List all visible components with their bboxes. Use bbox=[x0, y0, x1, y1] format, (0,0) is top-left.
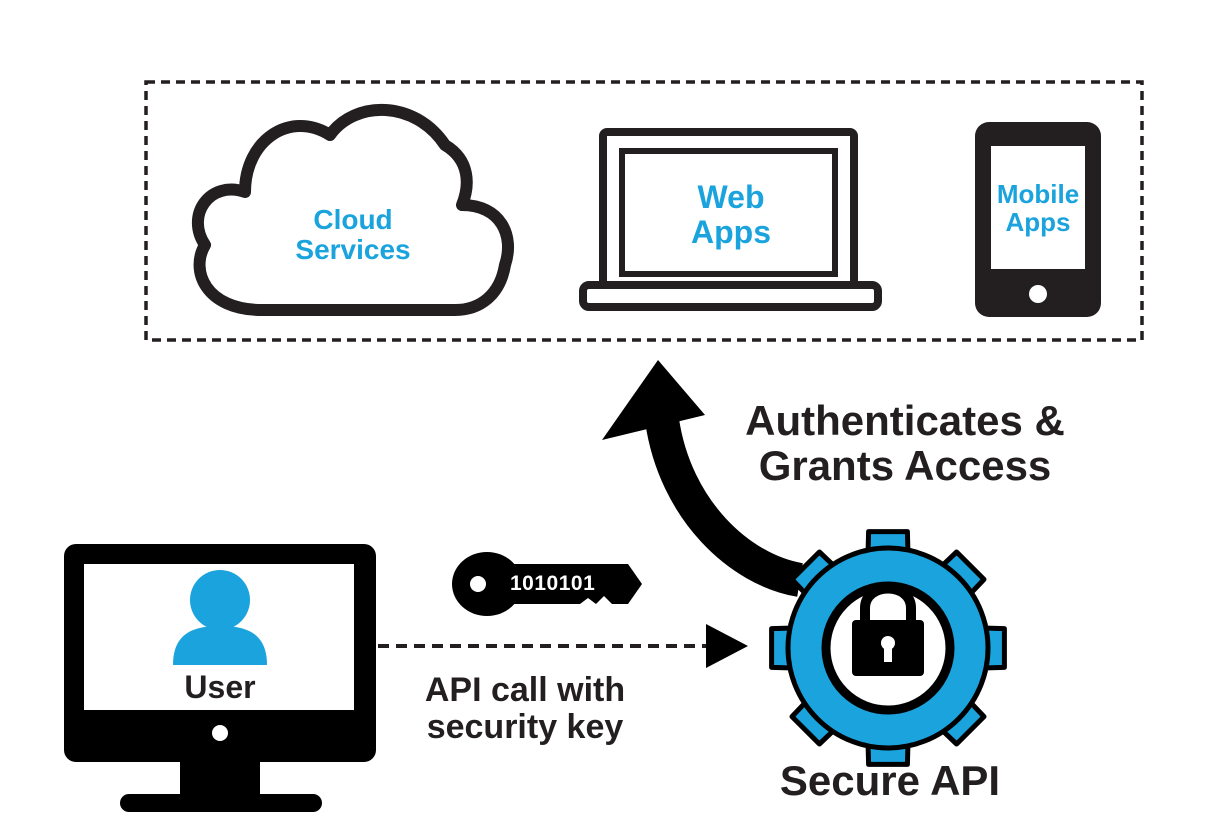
mobile-apps-label: Mobile Apps bbox=[988, 180, 1088, 236]
gear-teeth bbox=[769, 529, 1007, 767]
user-avatar-icon bbox=[173, 570, 267, 665]
api-call-line1: API call with bbox=[424, 671, 626, 709]
security-key-icon bbox=[452, 552, 642, 616]
key-code-text: 1010101 bbox=[510, 572, 596, 595]
api-call-arrow bbox=[378, 624, 748, 668]
web-label-line2: Apps bbox=[691, 213, 771, 250]
smartphone-icon bbox=[975, 122, 1101, 317]
cloud-services-label: Cloud Services bbox=[268, 204, 438, 266]
web-apps-label: Web Apps bbox=[656, 180, 806, 249]
laptop-icon bbox=[579, 128, 882, 311]
cloud-label-line2: Services bbox=[295, 234, 411, 266]
cloud-icon bbox=[191, 103, 514, 316]
grant-label-line2: Grants Access bbox=[758, 442, 1052, 490]
cloud-label-line1: Cloud bbox=[313, 204, 393, 235]
web-label-line1: Web bbox=[697, 179, 765, 215]
services-group-frame bbox=[144, 80, 1144, 342]
api-call-line2: security key bbox=[426, 707, 624, 746]
mobile-label-line2: Apps bbox=[1005, 207, 1071, 238]
gear-lock-icon bbox=[769, 529, 1007, 767]
user-label: User bbox=[184, 669, 256, 705]
grant-access-arrow bbox=[602, 360, 804, 597]
grant-access-label: Authenticates & Grants Access bbox=[730, 398, 1080, 489]
secure-api-label: Secure API bbox=[779, 757, 1001, 804]
api-call-label: API call with security key bbox=[405, 672, 645, 745]
grant-label-line1: Authenticates & bbox=[745, 397, 1065, 444]
mobile-label-line1: Mobile bbox=[996, 179, 1080, 209]
